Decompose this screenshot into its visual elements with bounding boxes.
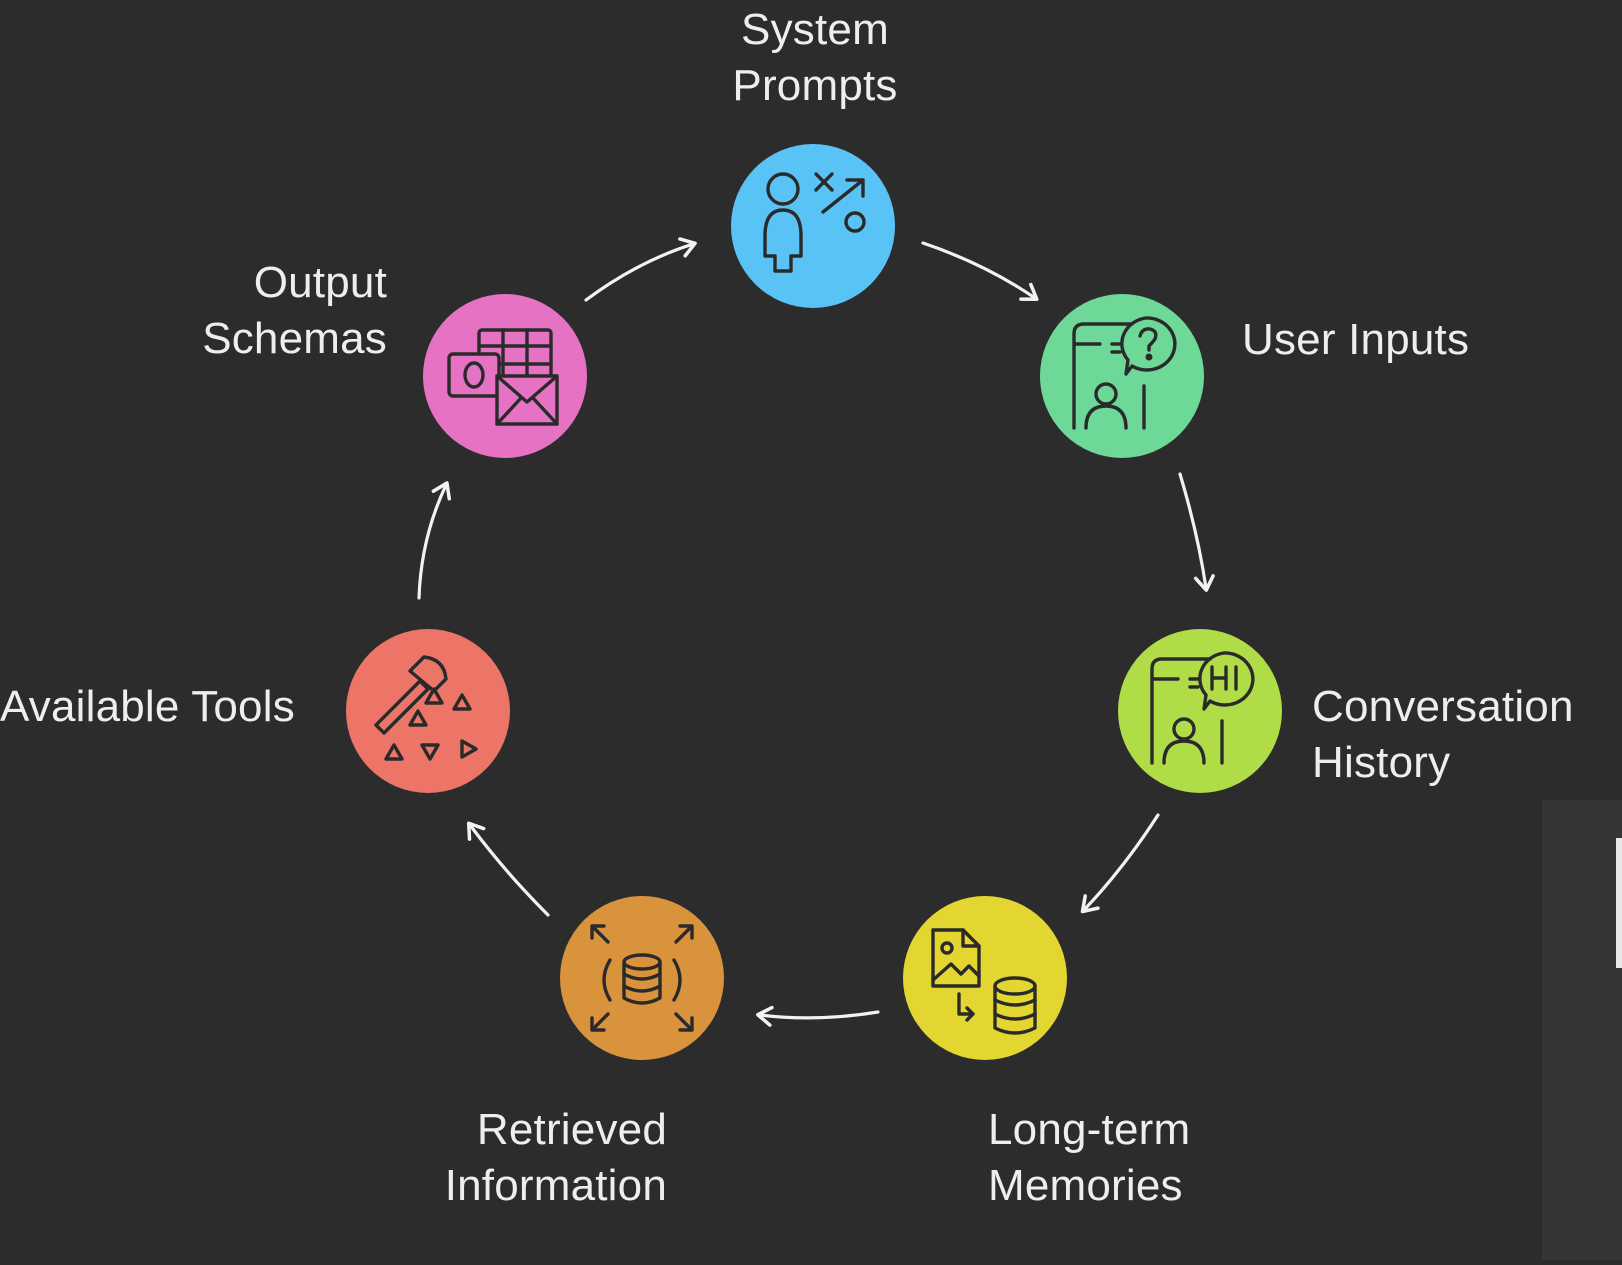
node-circle: [346, 629, 510, 793]
node-circle: [903, 896, 1067, 1060]
label-user-inputs: User Inputs: [1242, 315, 1470, 364]
flow-arrow: [1178, 472, 1215, 592]
database-retrieval-icon: [590, 924, 694, 1032]
side-panel-fragment: [1542, 800, 1622, 1260]
strategy-person-icon: [763, 172, 866, 273]
flow-arrow: [1080, 813, 1160, 914]
flow-arrow: [921, 241, 1039, 301]
node-output-schemas: [423, 294, 587, 458]
node-system-prompts: [731, 144, 895, 308]
node-user-inputs: [1040, 294, 1204, 458]
node-circle: [731, 144, 895, 308]
email-table-icon: [447, 328, 559, 426]
label-available-tools: Available Tools: [0, 682, 295, 731]
side-panel-edge: [1616, 838, 1622, 968]
node-circle: [1118, 629, 1282, 793]
node-long-term-memories: [903, 896, 1067, 1060]
flow-arrow: [417, 481, 452, 600]
axe-tools-icon: [374, 655, 478, 761]
phone-question-user-icon: [1072, 316, 1177, 430]
image-to-database-icon: [931, 928, 1037, 1035]
node-available-tools: [346, 629, 510, 793]
flow-arrow: [584, 237, 697, 302]
phone-hi-chat-icon: [1150, 651, 1255, 765]
node-circle: [1040, 294, 1204, 458]
flow-arrow: [756, 1005, 880, 1027]
flow-arrow: [466, 821, 550, 917]
node-retrieved-information: [560, 896, 724, 1060]
node-conversation-history: [1118, 629, 1282, 793]
